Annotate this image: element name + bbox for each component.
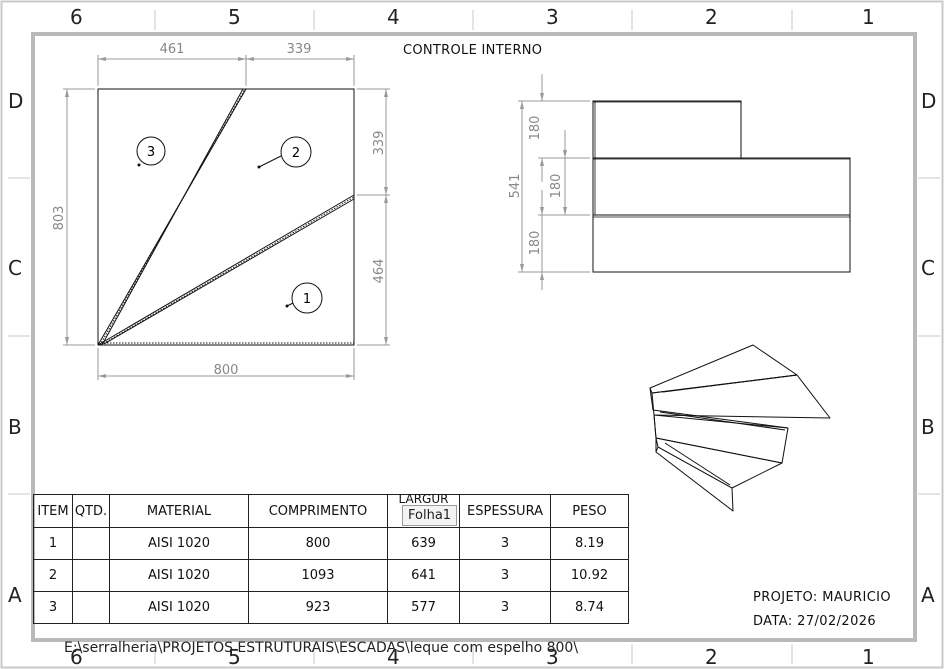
drawing-title: CONTROLE INTERNO — [403, 43, 543, 58]
balloon-3-label: 3 — [147, 145, 155, 160]
balloon-2-circle — [280, 136, 312, 168]
bom-table: ITEM QTD. MATERIAL COMPRIMENTO LARGUR ES… — [33, 493, 629, 624]
bom-cell-thickness: 3 — [459, 591, 551, 624]
zone-top-5: 5 — [228, 5, 241, 29]
date-label: DATA: 27/02/2026 — [753, 614, 877, 629]
bom-cell-material: AISI 1020 — [109, 527, 249, 560]
file-path: E:\serralheria\PROJETOS ESTRUTURAIS\ESCA… — [64, 640, 579, 656]
balloon-1-circle — [291, 282, 323, 314]
bom-cell-material: AISI 1020 — [109, 591, 249, 624]
zone-right-A: A — [921, 583, 935, 607]
balloon-1-label: 1 — [303, 292, 311, 307]
bom-cell-thickness: 3 — [459, 559, 551, 592]
bom-cell-length: 1093 — [248, 559, 388, 592]
zone-bottom-2: 2 — [705, 645, 718, 669]
bom-header-qty: QTD. — [72, 494, 110, 528]
zone-bottom-6: 6 — [70, 645, 83, 669]
zone-top-1: 1 — [862, 5, 875, 29]
sheet-tooltip: Folha1 — [402, 505, 458, 526]
side-view — [592, 100, 851, 273]
zone-top-6: 6 — [70, 5, 83, 29]
bom-cell-qty — [72, 559, 110, 592]
bom-cell-width: 577 — [387, 591, 460, 624]
bom-cell-length: 923 — [248, 591, 388, 624]
bom-cell-qty — [72, 591, 110, 624]
zone-left-A: A — [8, 583, 22, 607]
dim-right-top: 339 — [372, 131, 387, 156]
bom-header-length: COMPRIMENTO — [248, 494, 388, 528]
bom-cell-width: 639 — [387, 527, 460, 560]
isometric-view — [649, 344, 831, 512]
dim-step-2: 180 — [549, 174, 564, 199]
balloon-2-label: 2 — [292, 146, 300, 161]
sheet-inner-frame — [31, 32, 917, 642]
bom-row: 1 AISI 1020 800 639 3 8.19 — [33, 527, 629, 560]
zone-left-D: D — [8, 89, 24, 113]
bom-cell-item: 3 — [33, 591, 73, 624]
zone-bottom-4: 4 — [387, 645, 400, 669]
zone-right-B: B — [921, 415, 935, 439]
bom-cell-width: 641 — [387, 559, 460, 592]
zone-top-2: 2 — [705, 5, 718, 29]
zone-ticks — [8, 10, 940, 664]
bom-header-thickness: ESPESSURA — [459, 494, 551, 528]
front-view-outline — [97, 88, 355, 346]
bom-cell-weight: 8.19 — [550, 527, 629, 560]
dim-overall-height: 541 — [508, 174, 523, 199]
bom-cell-weight: 8.74 — [550, 591, 629, 624]
zone-top-3: 3 — [546, 5, 559, 29]
balloon-3-circle — [136, 136, 166, 166]
bom-header-row: ITEM QTD. MATERIAL COMPRIMENTO LARGUR ES… — [33, 493, 629, 528]
bom-header-item: ITEM — [33, 494, 73, 528]
bom-cell-item: 2 — [33, 559, 73, 592]
zone-left-C: C — [8, 256, 22, 280]
bom-header-material: MATERIAL — [109, 494, 249, 528]
zone-right-C: C — [921, 256, 935, 280]
zone-bottom-5: 5 — [228, 645, 241, 669]
bom-row: 2 AISI 1020 1093 641 3 10.92 — [33, 559, 629, 592]
dim-step-1: 180 — [528, 116, 543, 141]
zone-right-D: D — [921, 89, 937, 113]
bom-cell-material: AISI 1020 — [109, 559, 249, 592]
bom-cell-weight: 10.92 — [550, 559, 629, 592]
dim-top-right: 339 — [287, 42, 312, 57]
zone-left-B: B — [8, 415, 22, 439]
bom-row: 3 AISI 1020 923 577 3 8.74 — [33, 591, 629, 624]
dim-step-3: 180 — [528, 231, 543, 256]
dim-bottom: 800 — [214, 363, 239, 378]
zone-bottom-3: 3 — [546, 645, 559, 669]
bom-cell-item: 1 — [33, 527, 73, 560]
front-view-dimensions — [63, 55, 390, 380]
project-label: PROJETO: MAURICIO — [753, 590, 892, 605]
bom-cell-qty — [72, 527, 110, 560]
dim-right-bottom: 464 — [372, 259, 387, 284]
bom-cell-length: 800 — [248, 527, 388, 560]
front-view: 3 2 1 — [97, 88, 355, 346]
bom-cell-thickness: 3 — [459, 527, 551, 560]
dim-top-left: 461 — [160, 42, 185, 57]
dim-left: 803 — [52, 206, 67, 231]
zone-top-4: 4 — [387, 5, 400, 29]
bom-header-weight: PESO — [550, 494, 629, 528]
zone-bottom-1: 1 — [862, 645, 875, 669]
